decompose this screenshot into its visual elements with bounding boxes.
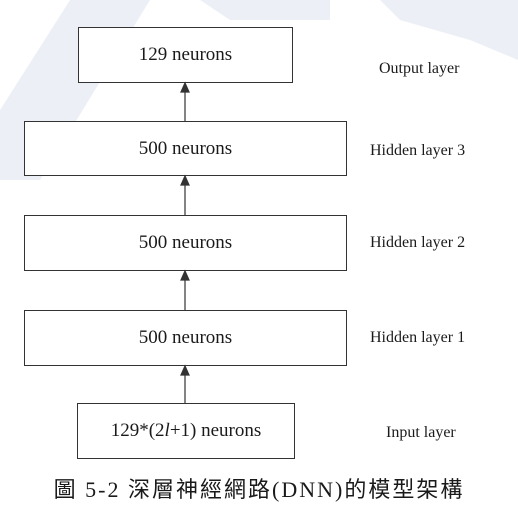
- hidden-layer-1-box: 500 neurons: [24, 310, 347, 366]
- hidden-layer-2-neurons: 500 neurons: [138, 232, 233, 253]
- hidden-layer-2-box: 500 neurons: [24, 215, 347, 271]
- arrowhead-hidden1: [180, 364, 190, 376]
- hidden-layer-3-box: 500 neurons: [24, 121, 347, 176]
- input-variable: l: [164, 420, 170, 441]
- input-prefix: 129*(2: [110, 420, 165, 441]
- hidden-layer-2-label: Hidden layer 2: [370, 234, 466, 251]
- figure-caption: 圖 5-2 深層神經網路(DNN)的模型架構: [53, 477, 465, 502]
- input-layer-neurons: 129*(2l+1) neurons: [111, 420, 262, 442]
- arrowhead-hidden2: [180, 269, 190, 281]
- output-layer-label: Output layer: [379, 60, 460, 77]
- hidden-layer-3-neurons: 500 neurons: [138, 137, 233, 159]
- output-layer-neurons: 129 neurons: [138, 44, 233, 65]
- hidden-layer-1-label: Hidden layer 1: [370, 329, 466, 346]
- arrowhead-hidden3: [180, 174, 190, 186]
- output-layer-box: 129 neurons: [78, 27, 293, 83]
- input-suffix: +1) neurons: [169, 420, 262, 441]
- input-layer-label: Input layer: [386, 424, 456, 441]
- arrowhead-output: [180, 81, 190, 93]
- input-layer-box: 129*(2l+1) neurons: [77, 403, 295, 459]
- hidden-layer-3-label: Hidden layer 3: [370, 142, 466, 159]
- hidden-layer-1-neurons: 500 neurons: [138, 327, 233, 348]
